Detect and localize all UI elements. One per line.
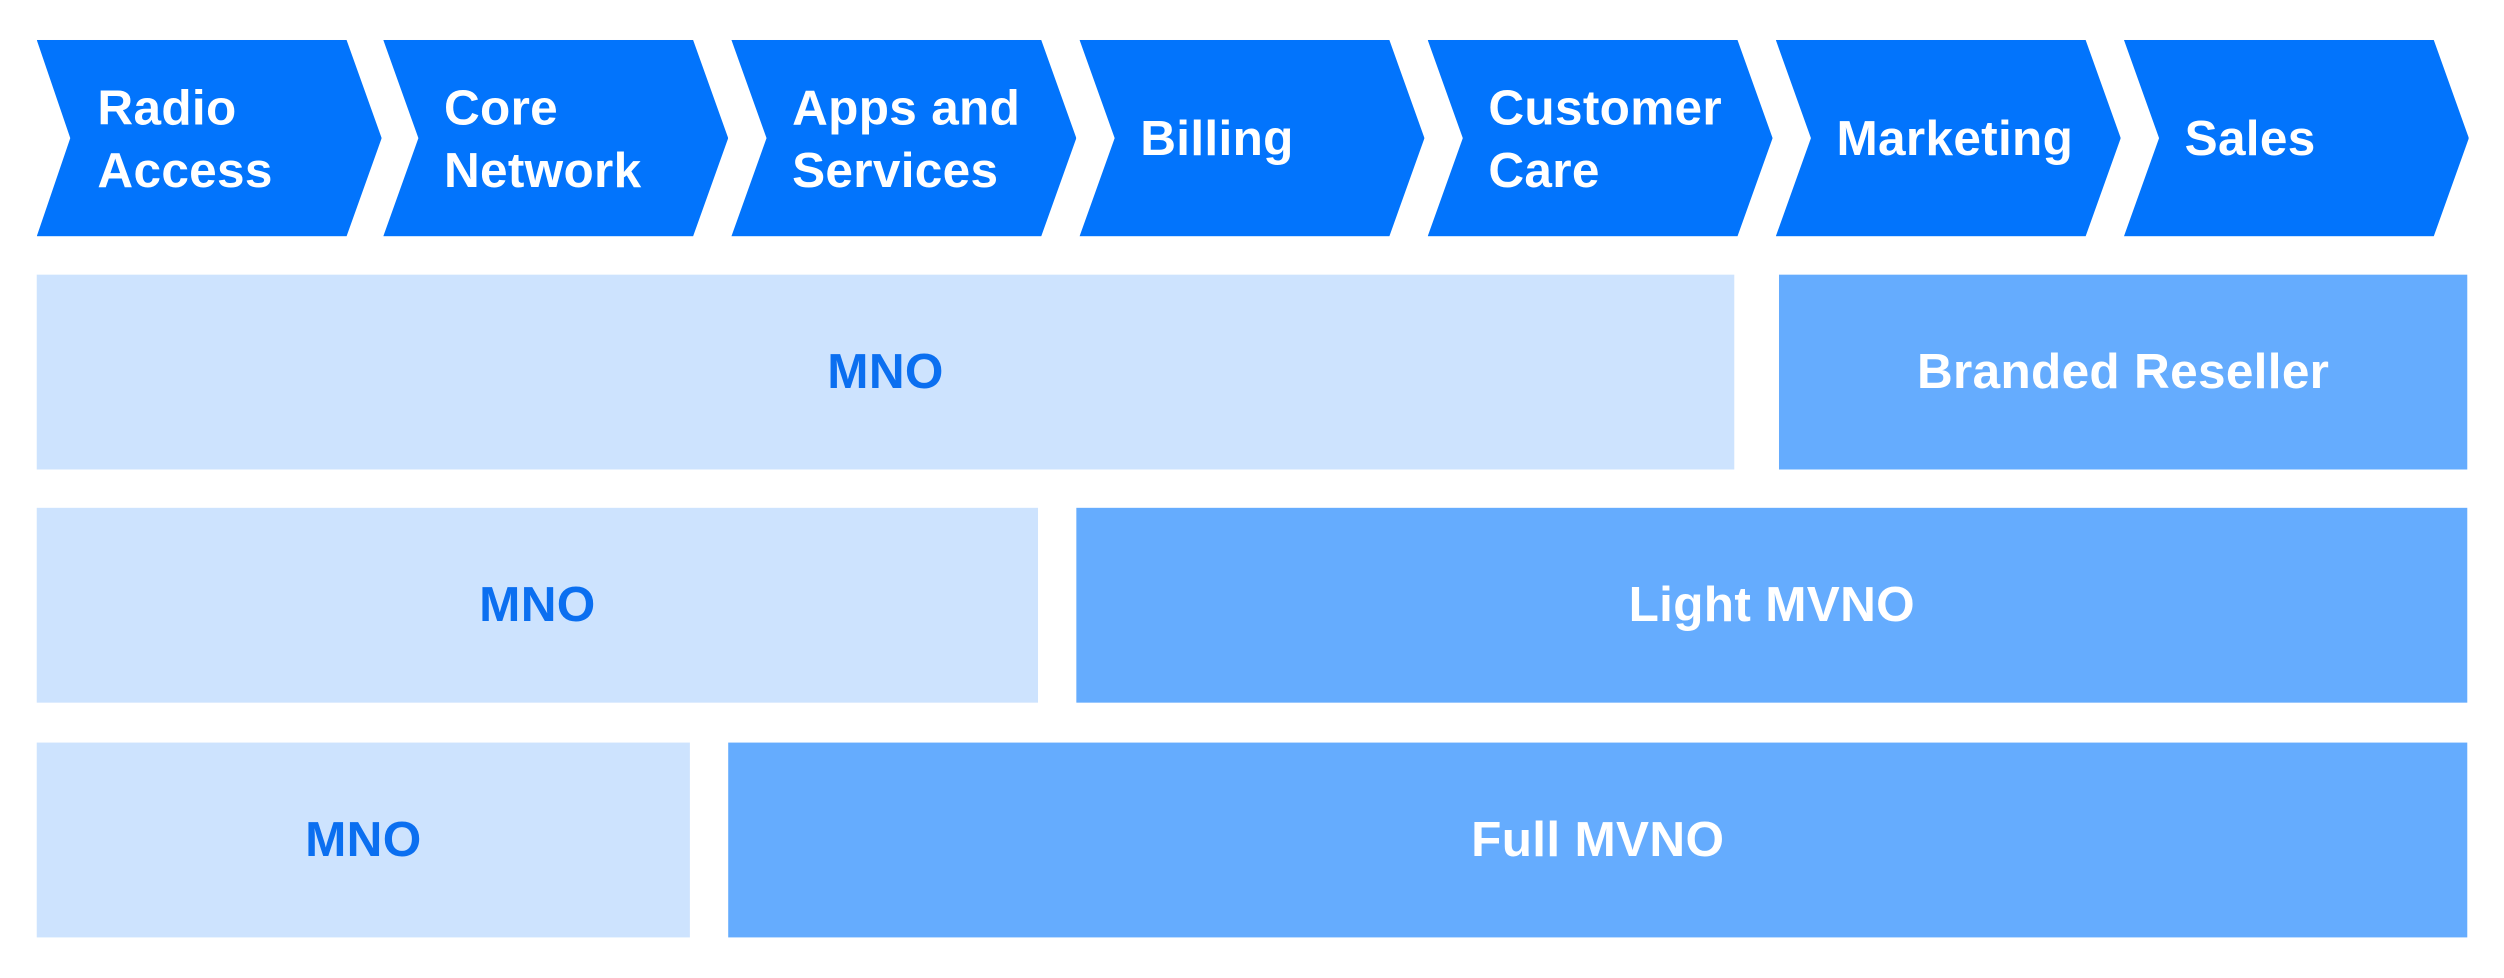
row2-mno-block: MNO <box>36 507 1039 703</box>
row2-model-label: Light MVNO <box>1628 576 1916 633</box>
stage-billing: Billing <box>1079 39 1425 237</box>
stage-label-core-network: Core Network <box>443 79 642 198</box>
stage-core-network: Core Network <box>383 39 729 237</box>
stage-customer-care: Customer Care <box>1427 39 1773 237</box>
row3-mno-block: MNO <box>36 742 690 938</box>
stage-label-customer-care: Customer Care <box>1488 79 1722 198</box>
row2-light-mvno-block: Light MVNO <box>1076 507 2468 703</box>
stage-label-radio-access: Radio Access <box>97 79 273 198</box>
stage-label-apps-and-services: Apps and Services <box>792 79 1021 198</box>
row1-model-label: Branded Reseller <box>1916 343 2330 400</box>
row1-branded-reseller-block: Branded Reseller <box>1778 274 2468 470</box>
row1-mno-label: MNO <box>827 343 944 400</box>
row2-mno-label: MNO <box>479 576 596 633</box>
row3-model-label: Full MVNO <box>1471 811 1725 868</box>
stage-sales: Sales <box>2123 39 2469 237</box>
row3-mno-label: MNO <box>305 811 422 868</box>
stage-marketing: Marketing <box>1775 39 2121 237</box>
stage-apps-and-services: Apps and Services <box>731 39 1077 237</box>
row3-full-mvno-block: Full MVNO <box>728 742 2468 938</box>
stage-label-sales: Sales <box>2184 110 2316 167</box>
row1-mno-block: MNO <box>36 274 1735 470</box>
stage-label-billing: Billing <box>1140 110 1294 167</box>
stage-label-marketing: Marketing <box>1836 110 2074 167</box>
stage-radio-access: Radio Access <box>36 39 382 237</box>
